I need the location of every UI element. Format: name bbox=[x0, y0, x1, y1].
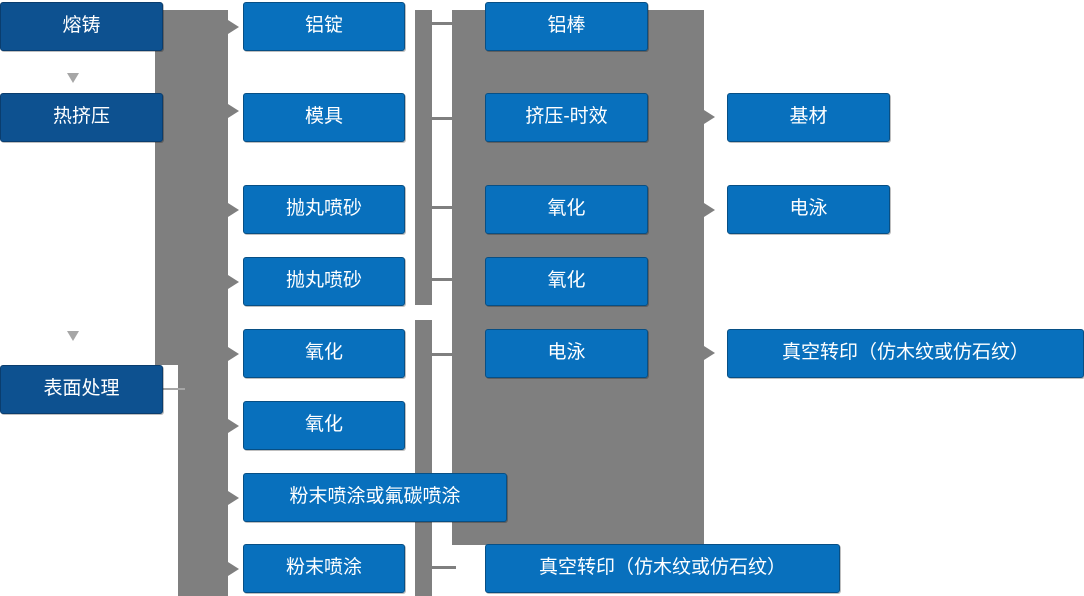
node-powder-or-fluorocarbon-coating[interactable]: 粉末喷涂或氟碳喷涂 bbox=[243, 473, 507, 522]
spine-stub-5 bbox=[432, 353, 456, 356]
node-vacuum-transfer-col4[interactable]: 真空转印（仿木纹或仿石纹） bbox=[727, 329, 1084, 378]
spine-stub-1 bbox=[432, 22, 456, 25]
node-aluminum-bar[interactable]: 铝棒 bbox=[485, 2, 648, 51]
node-vacuum-transfer-col3[interactable]: 真空转印（仿木纹或仿石纹） bbox=[485, 544, 840, 593]
node-oxidation-col2-2[interactable]: 氧化 bbox=[243, 401, 405, 450]
arrowhead-to-s4-n1 bbox=[704, 110, 715, 124]
node-label: 氧化 bbox=[547, 270, 586, 292]
node-substrate[interactable]: 基材 bbox=[727, 93, 890, 142]
node-label: 氧化 bbox=[304, 414, 343, 436]
node-label: 氧化 bbox=[547, 198, 586, 220]
arrowhead-to-s4-n2 bbox=[704, 203, 715, 217]
node-label: 氧化 bbox=[304, 342, 343, 364]
node-melting-casting[interactable]: 熔铸 bbox=[0, 2, 163, 51]
node-label: 基材 bbox=[789, 106, 828, 128]
node-label: 熔铸 bbox=[62, 15, 101, 37]
node-oxidation-col2-1[interactable]: 氧化 bbox=[243, 329, 405, 378]
spine-stub-3 bbox=[432, 206, 456, 209]
node-label: 电泳 bbox=[789, 198, 828, 220]
node-label: 抛丸喷砂 bbox=[285, 198, 362, 220]
arrowhead-to-s2-n7 bbox=[228, 491, 239, 505]
node-shot-blasting-1[interactable]: 抛丸喷砂 bbox=[243, 185, 405, 234]
arrowhead-to-s2-n3 bbox=[228, 203, 239, 217]
node-label: 真空转印（仿木纹或仿石纹） bbox=[538, 557, 786, 579]
connector-spine-lower bbox=[415, 320, 432, 596]
node-aluminum-ingot[interactable]: 铝锭 bbox=[243, 2, 405, 51]
arrowhead-to-s2-n6 bbox=[228, 419, 239, 433]
arrowhead-to-s2-n4 bbox=[228, 275, 239, 289]
connector-spine-upper bbox=[415, 10, 432, 305]
node-label: 抛丸喷砂 bbox=[285, 270, 362, 292]
node-label: 真空转印（仿木纹或仿石纹） bbox=[781, 342, 1029, 364]
node-label: 粉末喷涂或氟碳喷涂 bbox=[289, 486, 461, 508]
arrowhead-to-s4-n3 bbox=[704, 346, 715, 360]
arrow-extrude-to-surface bbox=[67, 331, 79, 341]
arrowhead-to-s2-n1 bbox=[228, 20, 239, 34]
node-label: 模具 bbox=[304, 106, 343, 128]
node-label: 热挤压 bbox=[52, 106, 110, 128]
node-electrophoresis-col3[interactable]: 电泳 bbox=[485, 329, 648, 378]
spine-stub-4 bbox=[432, 278, 456, 281]
arrowhead-to-s2-n2 bbox=[228, 104, 239, 118]
stub-surface-treatment bbox=[163, 388, 185, 390]
node-electrophoresis-col4[interactable]: 电泳 bbox=[727, 185, 890, 234]
node-hot-extrusion[interactable]: 热挤压 bbox=[0, 93, 163, 142]
node-label: 粉末喷涂 bbox=[285, 557, 362, 579]
node-extrusion-aging[interactable]: 挤压-时效 bbox=[485, 93, 648, 142]
node-label: 挤压-时效 bbox=[525, 106, 608, 128]
connector-band-stage1-stage2-lower bbox=[178, 365, 228, 596]
node-mold[interactable]: 模具 bbox=[243, 93, 405, 142]
node-oxidation-col3-1[interactable]: 氧化 bbox=[485, 185, 648, 234]
node-label: 铝锭 bbox=[304, 15, 343, 37]
node-surface-treatment[interactable]: 表面处理 bbox=[0, 365, 163, 414]
arrow-melt-to-extrude bbox=[67, 73, 79, 83]
node-oxidation-col3-2[interactable]: 氧化 bbox=[485, 257, 648, 306]
connector-band-stage1-stage2-upper bbox=[155, 10, 228, 365]
spine-stub-6 bbox=[432, 566, 456, 569]
node-shot-blasting-2[interactable]: 抛丸喷砂 bbox=[243, 257, 405, 306]
node-label: 电泳 bbox=[547, 342, 586, 364]
node-label: 铝棒 bbox=[547, 15, 586, 37]
spine-stub-2 bbox=[432, 117, 456, 120]
arrowhead-to-s2-n8 bbox=[228, 562, 239, 576]
node-powder-coating[interactable]: 粉末喷涂 bbox=[243, 544, 405, 593]
arrowhead-to-s2-n5 bbox=[228, 347, 239, 361]
node-label: 表面处理 bbox=[43, 378, 120, 400]
